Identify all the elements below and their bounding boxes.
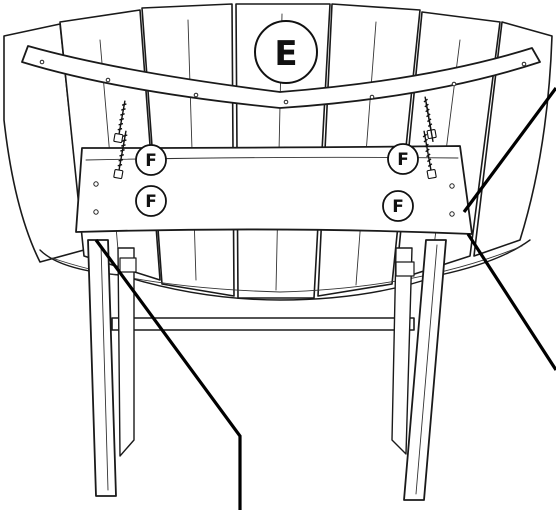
left-leg — [87, 239, 117, 497]
cross-brace — [75, 145, 473, 235]
screws — [113, 96, 437, 180]
screw-top-left — [113, 100, 127, 144]
label-f-bottom-left-text: F — [145, 192, 157, 212]
leader-right-lower — [466, 233, 556, 371]
label-f-bottom-left: F — [135, 185, 167, 217]
label-e: E — [254, 20, 318, 84]
leader-left — [94, 239, 242, 510]
screw-bottom-right — [422, 130, 437, 180]
label-f-top-right: F — [387, 143, 419, 175]
seat-edge-shadow — [51, 245, 523, 293]
label-e-text: E — [274, 34, 297, 74]
screw-top-right — [423, 96, 437, 143]
right-leg — [403, 239, 447, 501]
left-inner-post — [117, 247, 135, 457]
label-f-bottom-right-text: F — [392, 197, 404, 217]
slat-far-left — [3, 23, 85, 263]
screw-bottom-left — [113, 130, 128, 180]
label-f-top-left-text: F — [145, 151, 157, 171]
label-f-top-left: F — [135, 144, 167, 176]
top-support-bar — [21, 45, 541, 109]
label-f-top-right-text: F — [397, 150, 409, 170]
lower-rail — [111, 317, 415, 331]
slat-far-right — [473, 21, 553, 257]
leader-lines — [94, 87, 556, 510]
rear-frame — [87, 239, 447, 501]
label-f-bottom-right: F — [382, 190, 414, 222]
leader-right-upper — [462, 87, 556, 213]
right-inner-post — [391, 247, 413, 455]
